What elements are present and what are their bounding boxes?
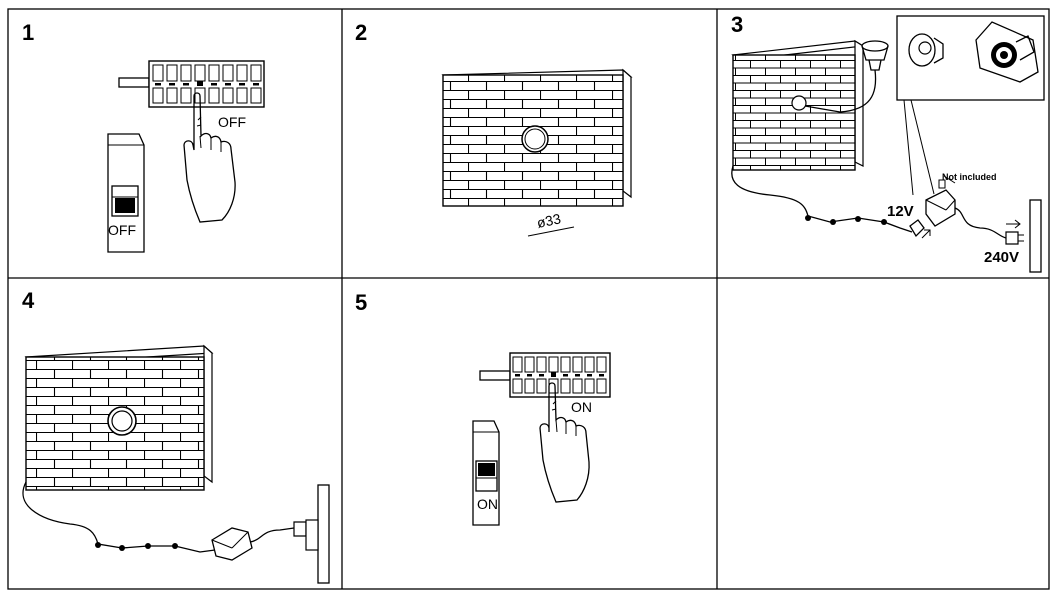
- step-1-number: 1: [22, 20, 34, 45]
- installed-light: [107, 406, 137, 436]
- hole-dimension: ø33: [527, 210, 575, 237]
- step-3-number: 3: [731, 12, 743, 37]
- empty-panel: [718, 279, 1048, 588]
- low-voltage-label: 12V: [887, 203, 914, 220]
- step-4-number: 4: [22, 288, 35, 313]
- step-3-panel: 3: [731, 12, 1045, 273]
- detail-inset: [896, 15, 1045, 196]
- breaker-state-label: OFF: [108, 222, 136, 238]
- distribution-board: [118, 60, 265, 108]
- breaker-state-label: ON: [477, 496, 498, 512]
- circuit-breaker: [107, 133, 145, 253]
- wall-socket: [1029, 199, 1042, 273]
- brick-wall: [731, 39, 865, 171]
- switch-state-label: ON: [571, 399, 592, 415]
- step-5-panel: 5 O: [355, 290, 611, 526]
- circuit-breaker: [472, 420, 500, 526]
- step-4-panel: 4: [22, 288, 330, 584]
- switch-state-label: OFF: [218, 114, 246, 130]
- light-chain-cable: [731, 165, 931, 239]
- hole-diameter-label: ø33: [535, 210, 562, 231]
- socket-plate: [305, 519, 319, 551]
- drilled-hole: [521, 125, 549, 153]
- step-5-number: 5: [355, 290, 367, 315]
- not-included-label: Not included: [942, 172, 997, 182]
- mains-voltage-label: 240V: [984, 249, 1019, 266]
- transformer: [211, 521, 307, 561]
- light-chain-cable: [22, 481, 216, 553]
- step-2-number: 2: [355, 20, 367, 45]
- transformer: [925, 175, 1024, 245]
- distribution-board: [479, 352, 611, 398]
- hand-pointing-icon: [539, 382, 590, 503]
- wall-socket: [317, 484, 330, 584]
- hand-pointing-icon: [183, 92, 236, 223]
- wall-lamp-fitting: [804, 40, 889, 113]
- step-1-panel: 1: [22, 20, 265, 253]
- step-2-panel: 2 ø33: [355, 20, 633, 237]
- panel-grid: [7, 8, 1050, 590]
